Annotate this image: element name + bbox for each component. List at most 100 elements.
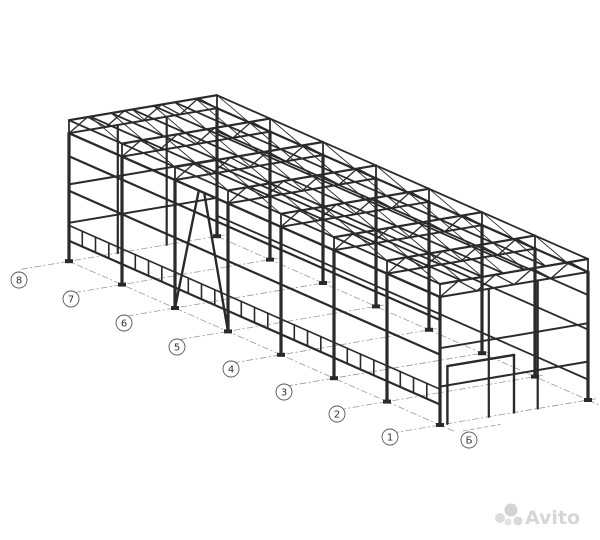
wall-girt-front: [68, 224, 441, 391]
truss-web: [335, 203, 356, 215]
truss-web: [513, 267, 534, 286]
roof-bracing: [322, 206, 356, 235]
axis-marker-5: 5: [168, 338, 186, 356]
base-plate: [319, 281, 327, 285]
roof-bracing: [248, 121, 282, 150]
roof-bracing: [428, 253, 462, 281]
axis-marker-7: 7: [62, 290, 80, 308]
roof-bracing: [386, 195, 420, 224]
truss-web: [457, 280, 478, 292]
wall-girt-back: [216, 130, 589, 296]
roof-bracing: [301, 209, 335, 238]
axis-marker-b: Б: [460, 431, 478, 449]
roof-bracing: [534, 235, 568, 264]
truss-top-chord: [438, 257, 590, 286]
axis-marker-3: 3: [275, 383, 293, 401]
grid-line-longitudinal: [211, 233, 600, 406]
roof-bracing: [471, 245, 504, 274]
roof-bracing: [312, 175, 345, 204]
roof-bracing: [407, 256, 441, 285]
base-plate: [478, 351, 486, 356]
roof-bracing: [280, 148, 314, 177]
truss-web: [391, 191, 412, 209]
truss-top-chord: [226, 164, 378, 192]
truss-web: [441, 250, 462, 262]
roof-bracing: [428, 188, 462, 217]
base-plate: [584, 398, 592, 402]
roof-bracing: [153, 105, 186, 134]
base-plate: [425, 327, 433, 332]
truss-web: [444, 214, 465, 233]
truss-top-chord: [173, 140, 325, 169]
roof-bracing: [513, 238, 547, 267]
axis-marker-1: 1: [381, 428, 399, 446]
truss-web: [229, 156, 250, 169]
axis-marker-2: 2: [328, 405, 346, 423]
roof-bracing: [354, 168, 388, 197]
axis-label-8: 8: [16, 276, 22, 287]
truss-web: [179, 97, 200, 116]
grid-line-transverse: [339, 374, 543, 411]
grid-line-transverse: [233, 328, 437, 364]
base-plate: [277, 352, 285, 357]
roof-bracing: [195, 98, 229, 127]
truss-top-chord: [120, 117, 272, 145]
axis-label-2: 2: [334, 410, 340, 421]
wall-girt-back: [216, 214, 589, 381]
roof-bracing: [216, 159, 250, 188]
axis-label-b: Б: [466, 436, 473, 447]
base-plate: [436, 423, 444, 427]
axis-label-7: 7: [68, 295, 74, 306]
base-plate: [531, 374, 539, 379]
axis-label-6: 6: [121, 319, 127, 330]
grid-line-transverse: [392, 398, 596, 434]
grid-lines: [21, 233, 600, 434]
roof-bracing: [333, 172, 367, 200]
roof-bracing: [216, 94, 250, 123]
base-plate: [65, 259, 73, 264]
roof-bracing: [184, 132, 218, 161]
truss-web: [494, 273, 515, 286]
truss-web: [550, 261, 571, 279]
grid-line-transverse: [127, 281, 331, 317]
roof-bracing: [492, 242, 526, 271]
truss-web: [285, 144, 306, 162]
avito-dots-icon: [495, 503, 523, 526]
truss-top-chord: [279, 187, 431, 215]
base-plate: [266, 257, 274, 262]
axis-marker-6: 6: [115, 314, 133, 332]
roof-bracing: [365, 199, 398, 227]
roof-bracing: [174, 101, 208, 130]
wall-bracing: [202, 191, 230, 333]
roof-bracing: [142, 139, 176, 168]
roof-purlin: [89, 115, 463, 282]
axis-marker-4: 4: [222, 360, 240, 378]
roof-bracing: [396, 226, 430, 254]
roof-bracing: [460, 215, 494, 244]
truss-web: [425, 220, 446, 233]
roof-bracing: [322, 141, 356, 170]
truss-web: [176, 133, 197, 145]
truss-web: [282, 180, 303, 192]
axis-marker-8: 8: [10, 271, 28, 289]
axis-label-3: 3: [281, 388, 287, 399]
base-plate: [372, 304, 380, 309]
truss-top-chord: [332, 211, 484, 239]
roof-purlin: [68, 119, 441, 285]
base-plate: [330, 376, 338, 381]
roof-bracing: [248, 186, 282, 215]
eave-beam: [67, 131, 442, 299]
roof-bracing: [269, 182, 303, 211]
roof-bracing: [481, 211, 515, 240]
grid-line-leader: [462, 424, 501, 432]
roof-bracing: [354, 233, 388, 262]
truss-web: [531, 267, 552, 279]
roof-bracing: [237, 155, 271, 184]
roof-bracing: [206, 128, 239, 157]
roof-bracing: [407, 191, 441, 220]
watermark: Avito: [495, 503, 580, 529]
wall-girt-back: [216, 164, 589, 331]
truss-web: [213, 127, 234, 139]
base-plate: [383, 399, 391, 404]
